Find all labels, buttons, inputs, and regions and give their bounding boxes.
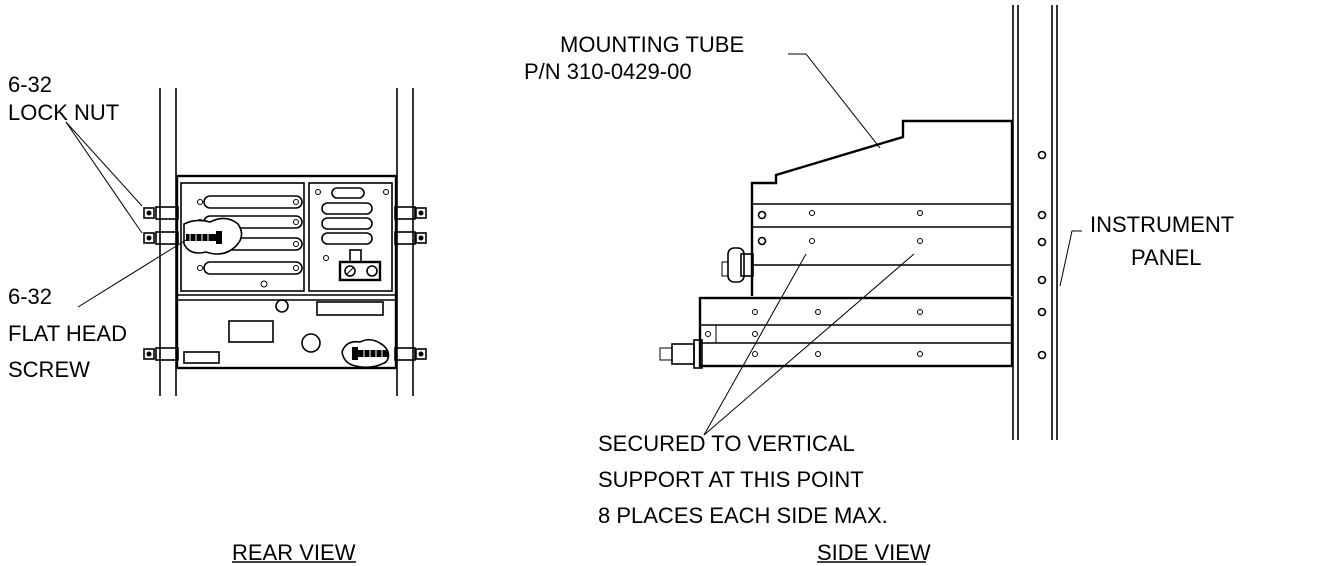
mounting-tube-label: MOUNTING TUBE (560, 32, 744, 57)
lock-nut-size: 6-32 (8, 72, 52, 97)
right-nut-3 (394, 347, 427, 361)
right-nut-1 (394, 206, 427, 220)
instrument-panel-label-line-2: PANEL (1131, 245, 1202, 270)
screw-label-line-2: SCREW (8, 357, 90, 382)
side-view-title: SIDE VIEW (817, 540, 931, 565)
secured-note-line-1: SECURED TO VERTICAL (598, 431, 855, 456)
left-nut-3 (143, 347, 179, 361)
left-nut-1 (143, 206, 179, 220)
right-nut-2 (394, 231, 427, 245)
connector-1 (197, 195, 303, 209)
side-view-drawing (659, 5, 1082, 440)
mounting-tube-part-number: P/N 310-0429-00 (524, 59, 692, 84)
secured-note-line-2: SUPPORT AT THIS POINT (598, 467, 864, 492)
rear-view-drawing (65, 88, 427, 396)
secured-note-line-3: 8 PLACES EACH SIDE MAX. (598, 503, 888, 528)
lock-nut-label: LOCK NUT (8, 100, 119, 125)
screw-size: 6-32 (8, 284, 52, 309)
instrument-panel-label-line-1: INSTRUMENT (1090, 212, 1234, 237)
connector-4 (197, 261, 303, 275)
screw-label-line-1: FLAT HEAD (8, 321, 127, 346)
rear-view-title: REAR VIEW (232, 540, 356, 565)
left-nut-2 (143, 231, 179, 245)
